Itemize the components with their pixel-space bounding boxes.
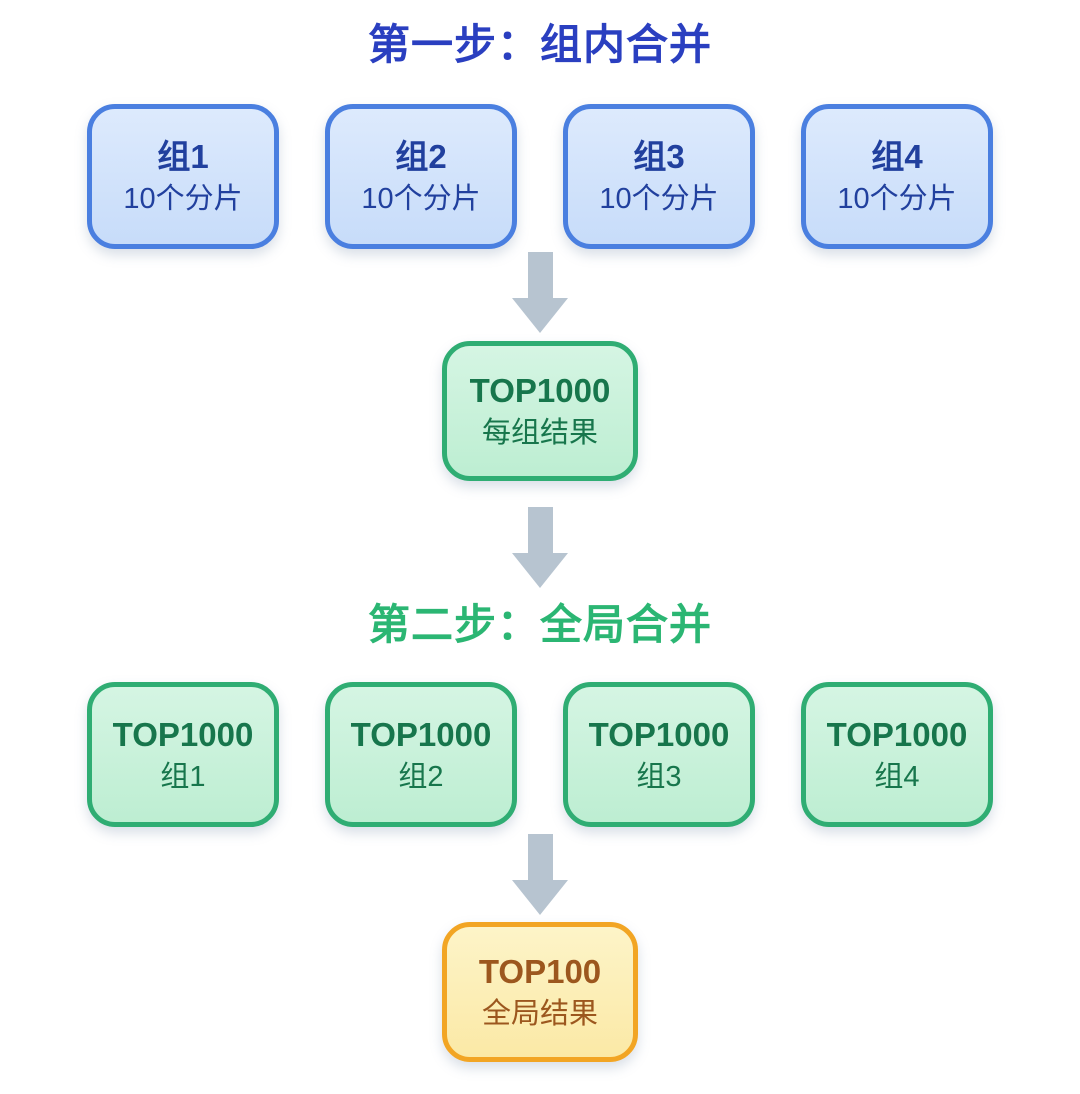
arrow-down-icon (512, 834, 568, 915)
arrow-down-icon (512, 252, 568, 333)
step1-group-row: 组1 10个分片 组2 10个分片 组3 10个分片 组4 10个分片 (87, 104, 993, 249)
group-label: 组2 (395, 137, 447, 175)
step1-group3-node: 组3 10个分片 (563, 104, 755, 249)
group-sublabel: 10个分片 (123, 182, 243, 215)
step2-group-row: TOP1000 组1 TOP1000 组2 TOP1000 组3 TOP1000… (87, 682, 993, 827)
group-sublabel: 组1 (160, 760, 206, 793)
group-sublabel: 组2 (398, 760, 444, 793)
group-sublabel: 10个分片 (361, 182, 481, 215)
group-label: TOP1000 (826, 715, 968, 753)
result-sublabel: 全局结果 (481, 998, 598, 1030)
step2-title: 第二步：全局合并 (367, 601, 712, 648)
group-sublabel: 10个分片 (837, 182, 957, 215)
group-label: TOP1000 (112, 715, 254, 753)
step1-title: 第一步：组内合并 (367, 21, 712, 68)
step2-group1-node: TOP1000 组1 (87, 682, 279, 827)
step2-group3-node: TOP1000 组3 (563, 682, 755, 827)
group-sublabel: 组3 (636, 760, 682, 793)
group-label: 组1 (157, 137, 209, 175)
group-sublabel: 10个分片 (599, 182, 719, 215)
group-label: 组3 (633, 137, 685, 175)
step2-group4-node: TOP1000 组4 (801, 682, 993, 827)
result-label: TOP1000 (469, 372, 611, 409)
step2-group2-node: TOP1000 组2 (325, 682, 517, 827)
step1-group2-node: 组2 10个分片 (325, 104, 517, 249)
result-sublabel: 每组结果 (481, 417, 598, 449)
result-label: TOP100 (478, 953, 602, 990)
group-label: TOP1000 (588, 715, 730, 753)
group-sublabel: 组4 (874, 760, 920, 793)
arrow-down-icon (512, 507, 568, 588)
step1-group4-node: 组4 10个分片 (801, 104, 993, 249)
two-step-merge-diagram: 第一步：组内合并 组1 10个分片 组2 10个分片 组3 10个分片 组4 1… (87, 21, 993, 1062)
group-label: TOP1000 (350, 715, 492, 753)
step2-result-node: TOP100 全局结果 (442, 922, 638, 1062)
step1-group1-node: 组1 10个分片 (87, 104, 279, 249)
group-label: 组4 (871, 137, 923, 175)
step1-result-node: TOP1000 每组结果 (442, 341, 638, 481)
